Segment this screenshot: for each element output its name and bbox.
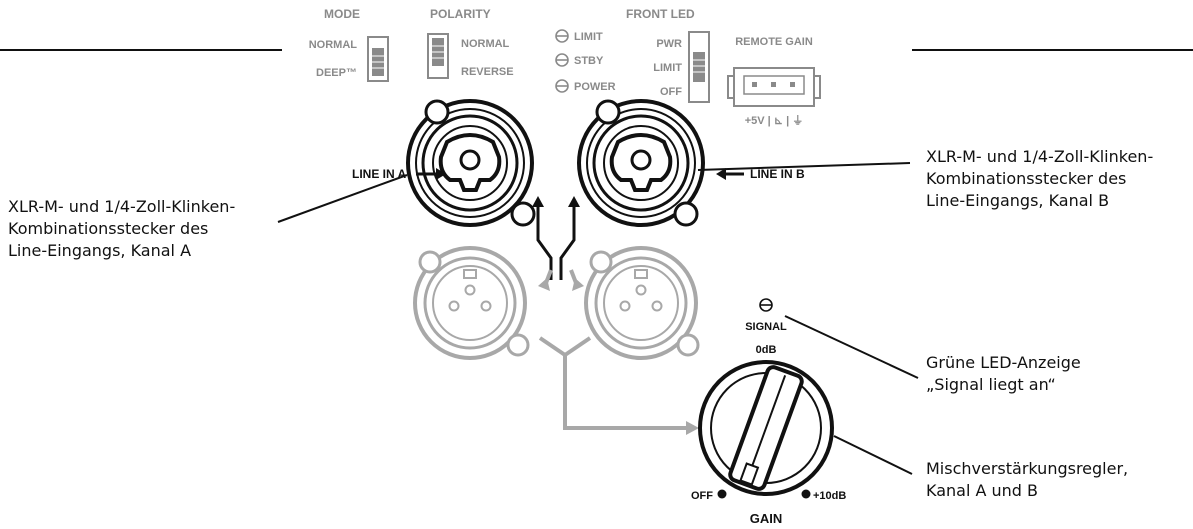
leader-line-b: [697, 162, 911, 171]
callout-gain-line1: Mischverstärkungsregler,: [926, 459, 1129, 478]
callout-line-in-a: XLR-M- und 1/4-Zoll-Klinken- Kombination…: [8, 196, 235, 262]
signal-path-gray: [538, 269, 699, 435]
front-led-pwr-label: PWR: [656, 38, 682, 50]
gain-plus10-label: +10dB: [813, 490, 846, 502]
combo-jack-a[interactable]: [406, 99, 536, 227]
gain-plus10-dot: [801, 489, 811, 499]
signal-path-upper: [532, 196, 580, 280]
led-power-icon: [555, 79, 569, 93]
line-in-a-label: LINE IN A: [352, 167, 407, 181]
leader-line-led: [784, 315, 919, 379]
led-limit-icon: [555, 29, 569, 43]
line-in-a-arrow-icon: [416, 168, 446, 180]
mode-deep-label: DEEP™: [316, 67, 357, 79]
front-led-limit-label: LIMIT: [653, 62, 682, 74]
gain-off-label: OFF: [691, 490, 713, 502]
led-stby-label: STBY: [574, 55, 604, 67]
callout-signal-led-line1: Grüne LED-Anzeige: [926, 353, 1081, 372]
led-limit-label: LIMIT: [574, 31, 603, 43]
polarity-reverse-label: REVERSE: [461, 66, 514, 78]
callout-line-in-a-line2: Kombinationsstecker des: [8, 219, 209, 238]
remote-gain-terminal[interactable]: [727, 67, 821, 107]
callout-line-in-b: XLR-M- und 1/4-Zoll-Klinken- Kombination…: [926, 146, 1153, 212]
signal-label: SIGNAL: [745, 321, 787, 333]
line-in-b-label: LINE IN B: [750, 167, 805, 181]
polarity-normal-label: NORMAL: [461, 38, 510, 50]
gain-off-dot: [717, 489, 727, 499]
polarity-title: POLARITY: [430, 7, 491, 21]
callout-signal-led-line2: „Signal liegt an“: [926, 375, 1056, 394]
front-led-title: FRONT LED: [626, 7, 695, 21]
led-stby-icon: [555, 53, 569, 67]
remote-gain-title: REMOTE GAIN: [735, 36, 813, 48]
callout-gain: Mischverstärkungsregler, Kanal A und B: [926, 458, 1128, 502]
front-led-off-label: OFF: [660, 86, 682, 98]
led-power-label: POWER: [574, 81, 616, 93]
gain-knob[interactable]: [698, 360, 834, 496]
callout-line-in-b-line2: Kombinationsstecker des: [926, 169, 1127, 188]
polarity-switch[interactable]: [427, 33, 449, 79]
leader-line-gain: [833, 435, 913, 475]
remote-gain-pin-labels: +5V | ⊾ | ⏚: [745, 114, 803, 127]
callout-line-in-a-line3: Line-Eingangs, Kanal A: [8, 241, 192, 260]
callout-line-in-a-line1: XLR-M- und 1/4-Zoll-Klinken-: [8, 197, 236, 216]
leader-line-a: [277, 174, 408, 223]
gain-0db-label: 0dB: [756, 344, 777, 356]
mode-switch[interactable]: [367, 36, 389, 82]
line-in-b-arrow-icon: [716, 168, 744, 180]
callout-signal-led: Grüne LED-Anzeige „Signal liegt an“: [926, 352, 1081, 396]
signal-led-icon: [759, 298, 773, 312]
callout-line-in-b-line1: XLR-M- und 1/4-Zoll-Klinken-: [926, 147, 1154, 166]
xlr-output-b[interactable]: [584, 246, 700, 360]
combo-jack-b[interactable]: [577, 99, 705, 227]
callout-gain-line2: Kanal A und B: [926, 481, 1039, 500]
gain-title: GAIN: [750, 511, 783, 526]
mode-normal-label: NORMAL: [309, 39, 358, 51]
mode-title: MODE: [324, 7, 360, 21]
front-led-switch[interactable]: [688, 31, 710, 103]
callout-line-in-b-line3: Line-Eingangs, Kanal B: [926, 191, 1110, 210]
xlr-output-a[interactable]: [413, 246, 530, 360]
